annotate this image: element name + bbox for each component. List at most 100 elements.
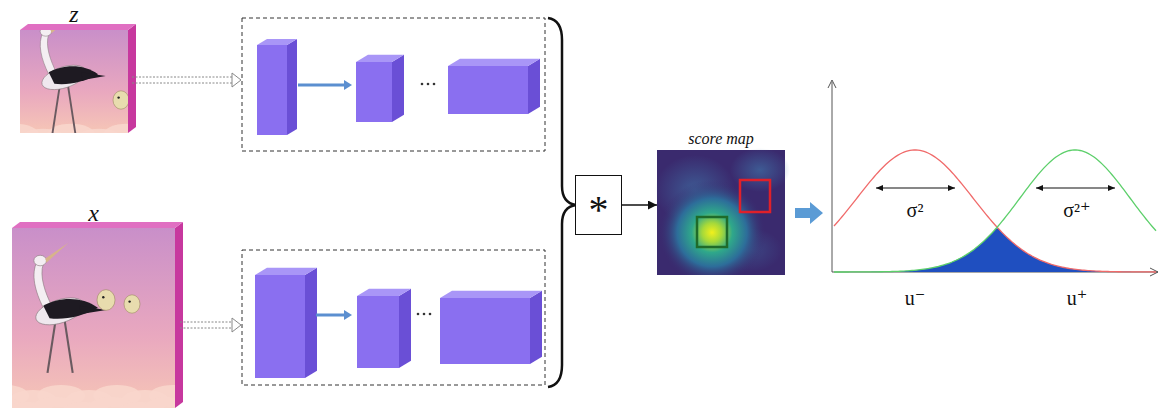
branch-box bbox=[242, 250, 545, 385]
chick-body bbox=[124, 295, 140, 313]
negative-curve bbox=[834, 150, 1156, 272]
ellipsis-dot bbox=[421, 83, 424, 86]
operator-symbol: * bbox=[589, 180, 609, 230]
distribution-curves bbox=[834, 150, 1156, 272]
input-arrow bbox=[132, 77, 232, 83]
image-label: x bbox=[88, 199, 99, 228]
block-top bbox=[257, 39, 297, 45]
stork-tail bbox=[81, 72, 106, 80]
arrow-head bbox=[232, 318, 241, 332]
cloud bbox=[103, 124, 128, 133]
block-top bbox=[440, 291, 542, 298]
block-front bbox=[357, 296, 399, 368]
block-front bbox=[440, 298, 530, 364]
ellipsis-dot bbox=[433, 83, 436, 86]
spread-arrows bbox=[876, 187, 1115, 188]
axis-head bbox=[828, 80, 836, 88]
branch-box bbox=[242, 18, 545, 151]
mean-label: u⁺ bbox=[1067, 286, 1088, 310]
image-side bbox=[128, 24, 136, 133]
stork-beak bbox=[45, 243, 68, 263]
score-map-node: score map bbox=[657, 129, 785, 275]
conv-layers bbox=[255, 39, 542, 378]
block-top bbox=[356, 55, 404, 62]
curly-brace bbox=[548, 18, 576, 387]
template-image bbox=[0, 15, 151, 150]
stork-neck bbox=[34, 262, 52, 308]
chick-figure bbox=[113, 91, 128, 109]
layer-arrow bbox=[298, 84, 346, 87]
chick-figure bbox=[97, 290, 115, 311]
stork-head bbox=[40, 30, 51, 36]
layer-block bbox=[357, 289, 411, 368]
search-image bbox=[0, 222, 197, 413]
arrow-head bbox=[232, 73, 241, 87]
chick-eye bbox=[117, 96, 119, 98]
stork-head bbox=[34, 255, 47, 265]
ellipsis-dot bbox=[417, 313, 420, 316]
layer-block bbox=[448, 59, 540, 114]
input-arrows bbox=[132, 73, 241, 332]
stork-figure bbox=[32, 243, 106, 373]
stork-neck bbox=[40, 32, 56, 74]
layer-arrow-head bbox=[344, 80, 352, 90]
ellipsis-dot bbox=[429, 313, 432, 316]
block-front bbox=[255, 275, 305, 378]
image-label: score map bbox=[688, 129, 754, 148]
layer-arrow bbox=[316, 314, 346, 317]
stork-scene bbox=[12, 243, 175, 408]
image-node: z bbox=[20, 0, 128, 133]
score-map-image bbox=[655, 148, 790, 275]
layer-block bbox=[356, 55, 404, 122]
cloud bbox=[144, 397, 175, 408]
ellipsis-dot bbox=[427, 83, 430, 86]
sigma-arrow bbox=[1036, 187, 1115, 188]
overlap-area bbox=[834, 228, 1156, 272]
image-label: z bbox=[69, 0, 78, 29]
block-side bbox=[305, 268, 317, 378]
image-side bbox=[175, 222, 183, 408]
chick-eye bbox=[128, 300, 130, 302]
sigma-arrow bbox=[876, 187, 955, 188]
stork-leg bbox=[48, 318, 56, 373]
positive-box bbox=[697, 217, 727, 247]
block-side bbox=[287, 39, 297, 135]
plot-axes bbox=[828, 80, 1158, 276]
chick-eye bbox=[102, 296, 104, 298]
stork-figure bbox=[39, 30, 106, 133]
block-side bbox=[528, 59, 540, 114]
block-front bbox=[356, 62, 392, 122]
connector-arrow bbox=[622, 204, 657, 206]
block-top bbox=[357, 289, 411, 296]
y-axis bbox=[832, 82, 833, 272]
block-front bbox=[448, 66, 528, 114]
stork-scene bbox=[20, 30, 128, 133]
block-arrow bbox=[795, 202, 823, 224]
sigma-label: σ² bbox=[907, 199, 924, 222]
chick-body bbox=[113, 91, 128, 109]
positive-curve bbox=[834, 150, 1156, 272]
block-side bbox=[392, 55, 404, 122]
block-top bbox=[448, 59, 540, 66]
layer-block bbox=[255, 268, 317, 378]
mean-label: u⁻ bbox=[905, 286, 926, 310]
ellipsis-dot bbox=[423, 313, 426, 316]
stork-leg bbox=[64, 318, 72, 373]
negative-box bbox=[740, 180, 770, 212]
input-arrow bbox=[180, 322, 232, 328]
heatmap-ground bbox=[657, 150, 785, 275]
operator-box: * bbox=[575, 175, 622, 235]
stork-beak bbox=[51, 30, 72, 33]
chick-figure bbox=[124, 295, 140, 313]
sigma-label: σ²⁺ bbox=[1063, 198, 1090, 222]
heatmap-peak bbox=[657, 150, 785, 275]
image-node: x bbox=[12, 199, 175, 408]
layer-arrow-head bbox=[344, 310, 352, 320]
chick-body bbox=[97, 290, 115, 311]
stork-leg bbox=[53, 84, 61, 133]
stork-leg bbox=[68, 84, 76, 133]
layer-block bbox=[257, 39, 297, 135]
image-sky bbox=[20, 30, 128, 133]
block-side bbox=[530, 291, 542, 364]
